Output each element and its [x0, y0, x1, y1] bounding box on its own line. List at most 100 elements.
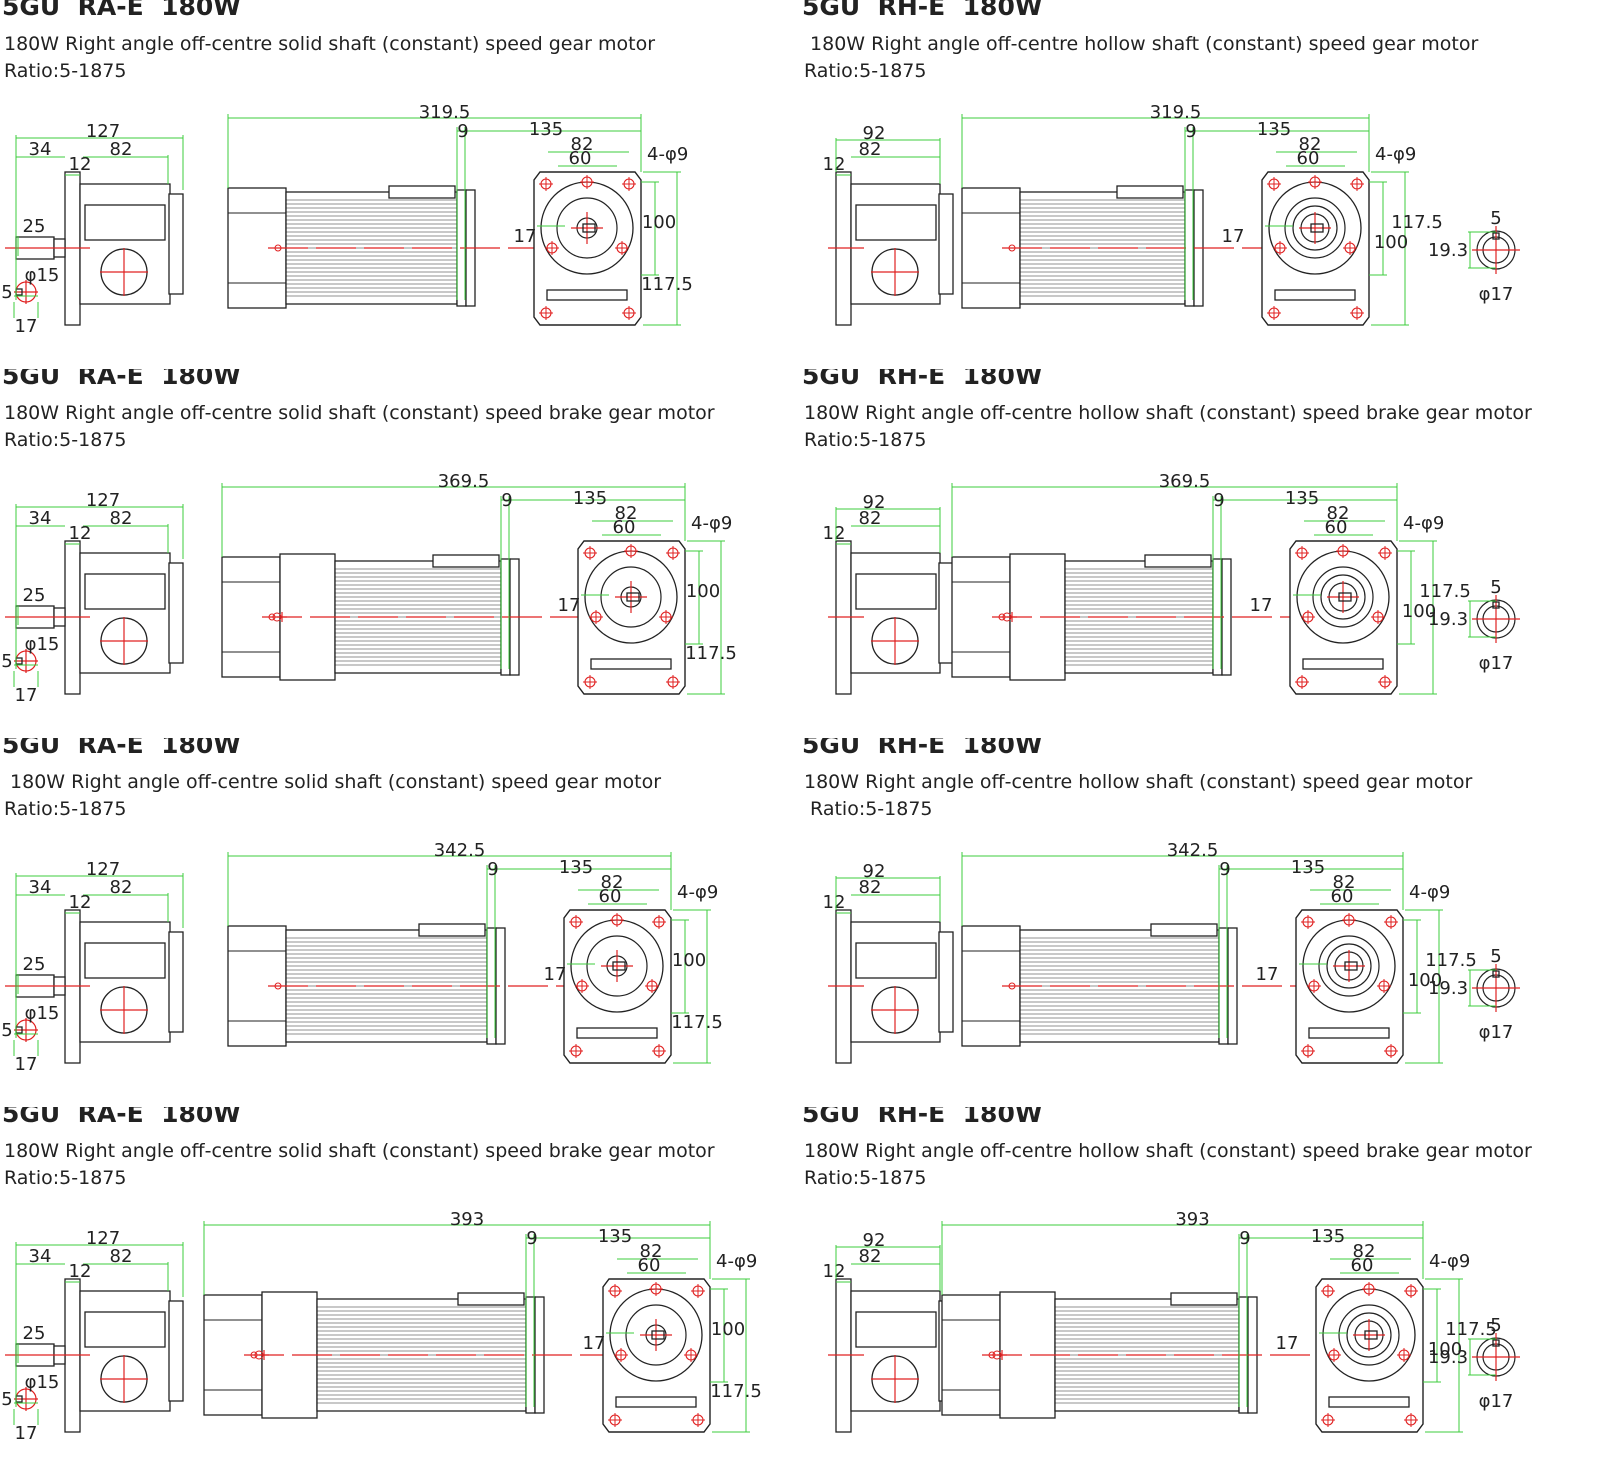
dim-5: 5	[1490, 946, 1501, 967]
dim-82: 82	[110, 1246, 133, 1267]
dim-25: 25	[23, 1323, 46, 1344]
dim-135: 135	[1257, 119, 1291, 140]
dim-60: 60	[638, 1255, 661, 1276]
center-dot	[988, 1351, 996, 1359]
dim-9: 9	[1219, 859, 1230, 880]
housing-cap	[938, 931, 954, 1033]
dim-82: 82	[1299, 134, 1322, 155]
dim-17: 17	[15, 316, 38, 337]
dim-127: 127	[86, 490, 120, 511]
shaft-bore	[1346, 1312, 1392, 1358]
dim-overall: 393	[450, 1209, 484, 1230]
bearing-circle	[600, 566, 662, 628]
dim-17: 17	[1222, 226, 1245, 247]
dim-17: 17	[544, 964, 567, 985]
keyway	[1492, 601, 1500, 609]
dim-17: 17	[15, 1423, 38, 1444]
dim-117: 117.5	[710, 1381, 762, 1402]
dim-25: 25	[23, 216, 46, 237]
housing-cap	[168, 1300, 184, 1402]
dim-overall: 369.5	[1159, 471, 1211, 492]
nameplate	[84, 204, 166, 241]
dim-overall: 369.5	[438, 471, 490, 492]
dim-92: 92	[863, 492, 886, 513]
dim-82: 82	[640, 1241, 663, 1262]
housing-cap	[168, 193, 184, 295]
gear-housing	[79, 183, 171, 305]
panel-title: 5GU RH-E 180W	[802, 0, 1043, 21]
dim-phi15: φ15	[25, 1003, 60, 1024]
bearing-circle	[556, 197, 618, 259]
dim-phi17: φ17	[1479, 1391, 1514, 1412]
dim-82: 82	[859, 1246, 882, 1267]
center-dot	[274, 982, 282, 990]
motor-panel: 5GU RA-E 180W 180W Right angle off-centr…	[0, 738, 800, 1107]
dim-overall: 342.5	[1167, 840, 1219, 861]
housing-cap	[938, 562, 954, 664]
dim-12: 12	[69, 523, 92, 544]
panel-description: 180W Right angle off-centre hollow shaft…	[804, 1140, 1532, 1162]
dim-19-3: 19.3	[1428, 1347, 1468, 1368]
dim-9: 9	[457, 121, 468, 142]
key-slot	[1338, 592, 1352, 602]
dim-117: 117.5	[1419, 581, 1471, 602]
dim-17: 17	[1276, 1333, 1299, 1354]
motor-panel: 5GU RH-E 180W 180W Right angle off-centr…	[800, 0, 1600, 369]
dim-100: 100	[1402, 601, 1436, 622]
housing-cap	[938, 193, 954, 295]
dim-60: 60	[1325, 517, 1348, 538]
dim-9: 9	[487, 859, 498, 880]
dim-12: 12	[69, 892, 92, 913]
dim-phi15: φ15	[25, 634, 60, 655]
dim-60: 60	[1331, 886, 1354, 907]
dim-82: 82	[1353, 1241, 1376, 1262]
dim-127: 127	[86, 121, 120, 142]
keyway	[1492, 1339, 1500, 1347]
label-slot	[1328, 1396, 1410, 1408]
dim-117: 117.5	[1425, 950, 1477, 971]
nameplate	[84, 1311, 166, 1348]
dim-34: 34	[29, 877, 52, 898]
terminal-box	[1116, 185, 1184, 199]
gearbox-face	[577, 540, 686, 695]
dim-135: 135	[1285, 488, 1319, 509]
dim-17: 17	[15, 1054, 38, 1075]
key-slot	[626, 592, 640, 602]
dim-19-3: 19.3	[1428, 240, 1468, 261]
dim-34: 34	[29, 1246, 52, 1267]
terminal-box	[1144, 554, 1212, 568]
housing-cap	[168, 931, 184, 1033]
panel-ratio: Ratio:5-1875	[804, 429, 927, 451]
dim-5: 5	[1490, 208, 1501, 229]
label-slot	[576, 1027, 658, 1039]
key-slot	[1344, 961, 1358, 971]
keyway	[1492, 232, 1500, 240]
dim-holes: 4-φ9	[1429, 1251, 1470, 1272]
dim-117: 117.5	[1391, 212, 1443, 233]
terminal-box	[388, 185, 456, 199]
dim-25: 25	[23, 954, 46, 975]
dim-17: 17	[514, 226, 537, 247]
dim-60: 60	[1351, 1255, 1374, 1276]
center-dot	[274, 244, 282, 252]
dim-117: 117.5	[1445, 1319, 1497, 1340]
dim-9: 9	[501, 490, 512, 511]
dim-127: 127	[86, 1228, 120, 1249]
nameplate	[84, 573, 166, 610]
shaft-bore	[1326, 943, 1372, 989]
center-dot	[1008, 244, 1016, 252]
dim-34: 34	[29, 139, 52, 160]
housing-cap	[168, 562, 184, 664]
dim-holes: 4-φ9	[677, 882, 718, 903]
